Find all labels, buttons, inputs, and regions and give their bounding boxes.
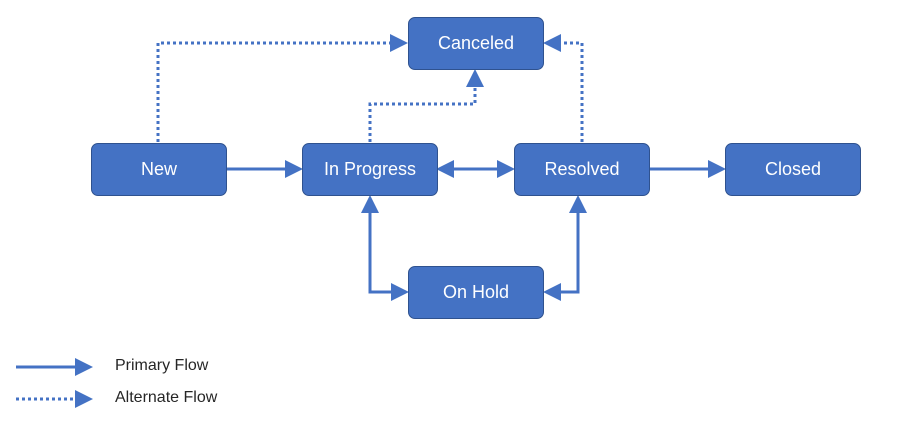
legend-alternate-label: Alternate Flow — [115, 389, 218, 406]
node-closed: Closed — [725, 143, 861, 196]
node-in-progress: In Progress — [302, 143, 438, 196]
legend-primary-label: Primary Flow — [115, 357, 209, 374]
node-canceled-label: Canceled — [437, 33, 515, 53]
arrow-on-hold-resolved — [543, 195, 587, 301]
arrow-in-progress-to-canceled — [368, 69, 484, 142]
node-in-progress-label: In Progress — [323, 159, 417, 179]
node-closed-label: Closed — [764, 159, 822, 179]
node-on-hold-label: On Hold — [442, 282, 510, 302]
node-resolved-label: Resolved — [544, 159, 620, 179]
node-resolved: Resolved — [514, 143, 650, 196]
arrow-new-to-canceled — [156, 34, 408, 142]
arrow-resolved-to-canceled — [543, 34, 584, 142]
node-canceled: Canceled — [408, 17, 544, 70]
arrow-in-progress-on-hold — [361, 195, 409, 301]
node-on-hold: On Hold — [408, 266, 544, 319]
node-new-label: New — [140, 159, 177, 179]
node-new: New — [91, 143, 227, 196]
